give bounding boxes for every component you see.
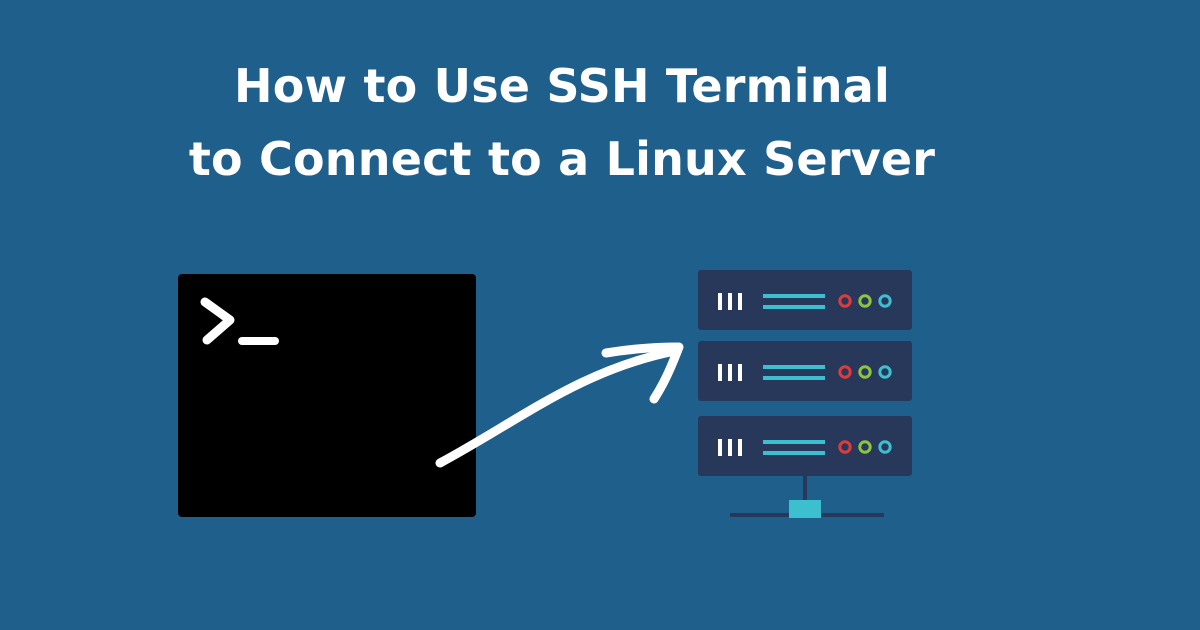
server-unit bbox=[698, 416, 912, 476]
server-unit bbox=[698, 341, 912, 401]
network-connector-icon bbox=[730, 476, 884, 518]
server-rack-icon bbox=[690, 268, 920, 528]
page-title: How to Use SSH Terminal to Connect to a … bbox=[0, 50, 1124, 196]
terminal-window-illustration bbox=[178, 274, 476, 517]
server-unit bbox=[698, 270, 912, 330]
title-line-1: How to Use SSH Terminal bbox=[234, 59, 890, 113]
title-line-2: to Connect to a Linux Server bbox=[188, 132, 936, 186]
terminal-prompt-icon bbox=[200, 297, 279, 345]
